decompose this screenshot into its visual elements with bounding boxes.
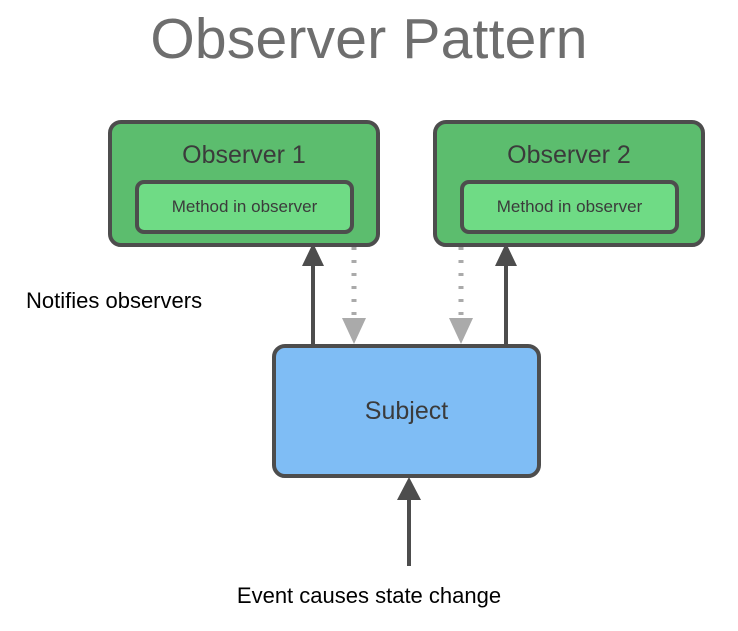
- observer-2-title: Observer 2: [507, 141, 631, 169]
- subject-label: Subject: [364, 397, 449, 425]
- edge-event-to-subject: [397, 477, 421, 566]
- arrowhead-up-icon: [495, 243, 517, 266]
- observer-1-node[interactable]: Observer 1 Method in observer: [108, 120, 380, 247]
- notifies-observers-label: Notifies observers: [26, 288, 203, 313]
- observer-2-method-label: Method in observer: [496, 197, 643, 216]
- page-title: Observer Pattern: [150, 7, 588, 71]
- observer-2-method-box[interactable]: Method in observer: [460, 180, 679, 234]
- edge-observer-1-to-subject: [342, 247, 366, 344]
- observer-2-node[interactable]: Observer 2 Method in observer: [433, 120, 705, 247]
- edge-observer-2-to-subject: [449, 247, 473, 344]
- arrowhead-down-icon: [449, 318, 473, 344]
- arrowhead-up-icon: [302, 243, 324, 266]
- arrowhead-up-icon: [397, 477, 421, 500]
- observer-1-method-box[interactable]: Method in observer: [135, 180, 354, 234]
- event-causes-state-change-label: Event causes state change: [236, 583, 502, 608]
- observer-1-method-label: Method in observer: [171, 197, 318, 216]
- observer-1-title: Observer 1: [182, 141, 306, 169]
- arrowhead-down-icon: [342, 318, 366, 344]
- subject-node[interactable]: Subject: [272, 344, 541, 478]
- edge-subject-to-observer-2: [495, 243, 517, 345]
- edge-subject-to-observer-1: [302, 243, 324, 345]
